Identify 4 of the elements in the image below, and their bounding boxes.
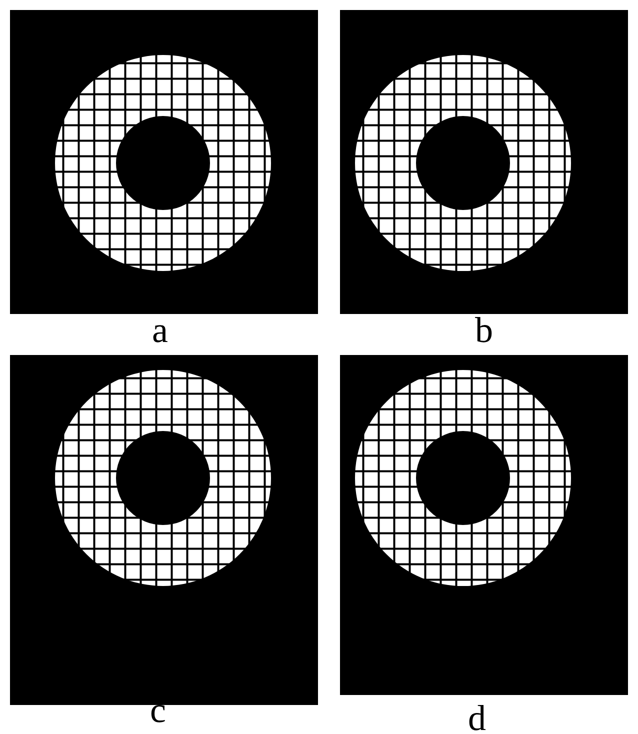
panel-label: a bbox=[152, 312, 168, 348]
panel-label: d bbox=[468, 700, 486, 734]
panel-label: b bbox=[475, 312, 493, 348]
panel-label: c bbox=[150, 692, 166, 728]
